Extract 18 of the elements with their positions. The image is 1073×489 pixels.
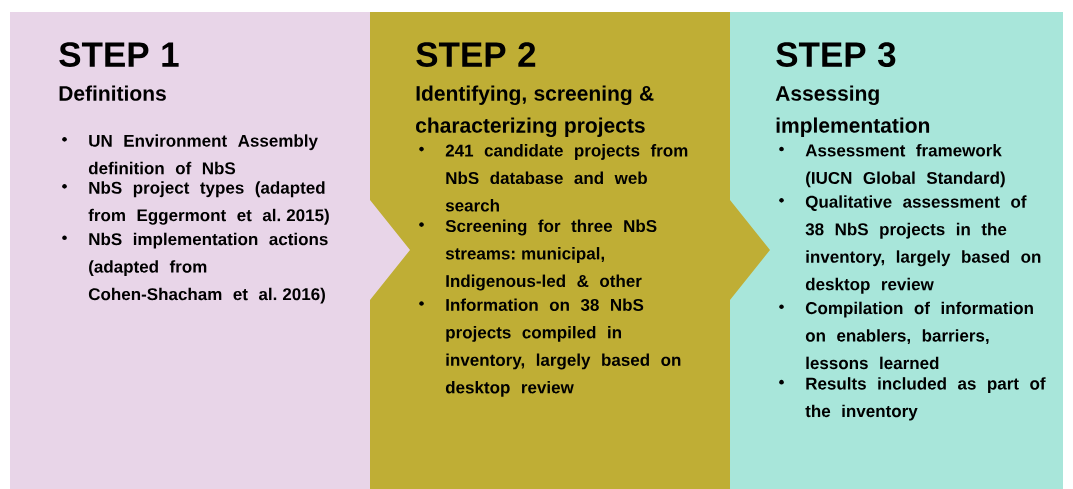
step-subtitle: Assessing implementation xyxy=(775,85,930,137)
step-heading: STEP 3 xyxy=(776,42,896,67)
bullet-item: Results included as part of the inventory xyxy=(779,377,1046,421)
step-heading: STEP 2 xyxy=(416,42,536,67)
bullet-item: Compilation of information on enablers, barriers, lessons learned xyxy=(779,301,1033,370)
step-heading: STEP 1 xyxy=(59,42,179,67)
bullet-item: 241 candidate projects from NbS database and web search xyxy=(419,144,688,212)
bullet-item: Assessment framework (IUCN Global Standard) xyxy=(779,144,1005,188)
bullet-item: Screening for three NbS streams: municipal, Indigenous-led & other xyxy=(419,219,657,291)
chevron-panel xyxy=(10,12,410,489)
bullet-item: NbS project types (adapted from Eggermont et al. 2015) xyxy=(62,181,329,225)
bullet-item: Information on 38 NbS projects compiled in inventory, largely based on desktop review xyxy=(419,298,681,397)
step-subtitle: Identifying, screening & characterizing projects xyxy=(416,85,654,138)
bullet-item: NbS implementation actions (adapted from Cohen-Shacham et al. 2016) xyxy=(62,232,328,304)
bullet-item: UN Environment Assembly definition of NbS xyxy=(62,134,318,175)
chevron-panel xyxy=(730,12,1063,489)
step-subtitle: Definitions xyxy=(59,85,166,101)
bullet-item: Qualitative assessment of 38 NbS projects in the inventory, largely based on desktop review xyxy=(779,195,1041,294)
